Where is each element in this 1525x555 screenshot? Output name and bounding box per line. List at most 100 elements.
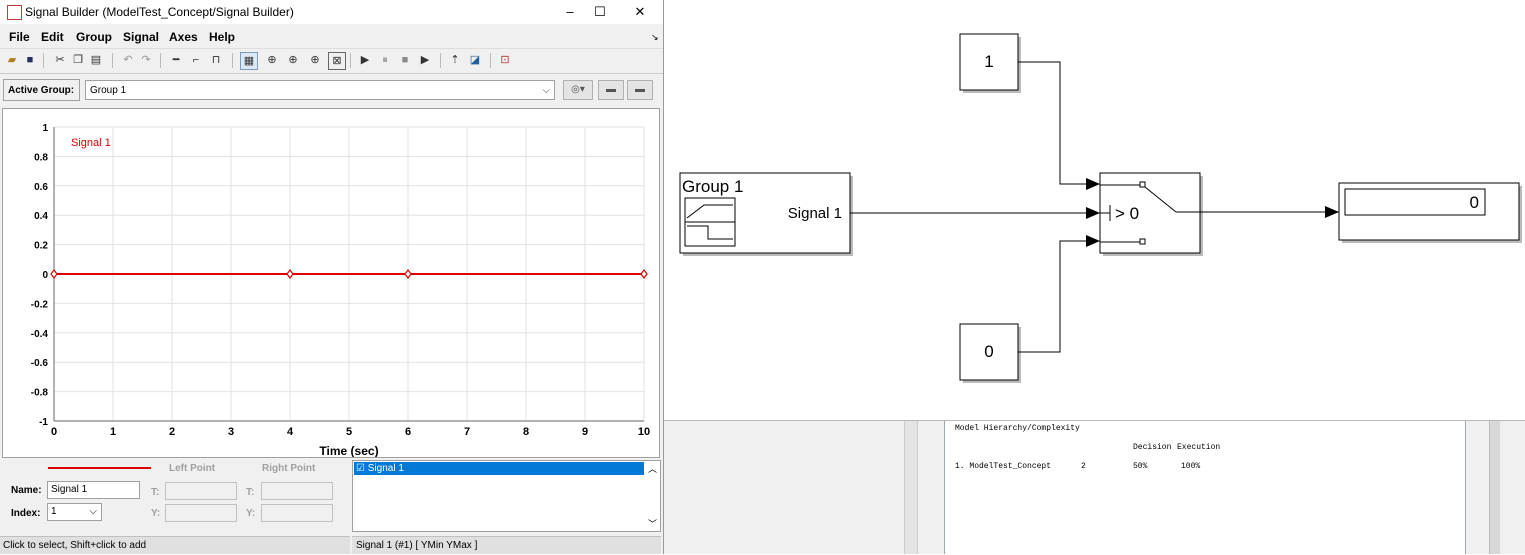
- left-point-t-input[interactable]: [165, 482, 237, 500]
- signal-editor-panel: Left Point Right Point Name: Signal 1 In…: [0, 458, 663, 554]
- signal-line[interactable]: [1018, 61, 1100, 190]
- signal-point[interactable]: [404, 269, 412, 279]
- paste-icon[interactable]: ▤: [90, 54, 102, 66]
- group-action-button[interactable]: ▬: [627, 80, 653, 100]
- x-tick-label: 4: [287, 426, 294, 438]
- play-all-icon[interactable]: ▶: [420, 54, 430, 66]
- display-block[interactable]: 0: [1338, 182, 1522, 243]
- x-tick-label: 0: [51, 426, 57, 438]
- menu-overflow-icon[interactable]: ↘: [651, 32, 659, 42]
- undo-icon[interactable]: ↶: [123, 54, 133, 66]
- menu-help[interactable]: Help: [209, 30, 236, 44]
- title-bar: Signal Builder (ModelTest_Concept/Signal…: [0, 0, 663, 24]
- right-point-t-input[interactable]: [261, 482, 333, 500]
- simulink-diagram[interactable]: 1 0 Group 1 Signal 1: [664, 0, 1525, 420]
- constant-signal-icon[interactable]: ━: [172, 54, 180, 66]
- stop-icon[interactable]: ■: [401, 54, 409, 66]
- index-label: Index:: [11, 508, 41, 519]
- y-tick-label: -0.4: [31, 329, 49, 340]
- verification-icon[interactable]: ⊡: [500, 54, 510, 66]
- right-point-y-input[interactable]: [261, 504, 333, 522]
- plot-grid: [53, 126, 645, 422]
- pause-icon[interactable]: ⏸: [382, 54, 388, 66]
- report-row-decision: 50%: [1133, 462, 1148, 471]
- menu-signal[interactable]: Signal: [123, 30, 160, 44]
- menu-group[interactable]: Group: [76, 30, 112, 44]
- simulink-canvas[interactable]: 1 0 Group 1 Signal 1: [664, 0, 1525, 421]
- minimize-button[interactable]: –: [566, 4, 574, 19]
- scroll-up-icon[interactable]: ︿: [647, 464, 657, 474]
- vertical-scrollbar[interactable]: [1489, 421, 1500, 554]
- y-tick-label: -0.6: [31, 358, 49, 369]
- zoom-y-icon[interactable]: ⊕: [288, 54, 298, 66]
- menu-edit[interactable]: Edit: [41, 30, 64, 44]
- builder-port-label: Signal 1: [788, 205, 842, 222]
- x-tick-label: 7: [464, 426, 470, 438]
- menu-file[interactable]: File: [9, 30, 30, 44]
- signal-name-input[interactable]: Signal 1: [47, 481, 140, 499]
- zoom-x-icon[interactable]: ⊕: [267, 54, 277, 66]
- signal-point[interactable]: [50, 269, 58, 279]
- active-group-select[interactable]: Group 1 ⌵: [85, 80, 555, 100]
- signal-list-item[interactable]: ☑ Signal 1: [354, 462, 644, 475]
- menu-bar: File Edit Group Signal Axes Help ↘: [0, 26, 663, 46]
- report-document: Model Hierarchy/Complexity Decision Exec…: [944, 421, 1466, 554]
- splitter-bar[interactable]: [904, 421, 918, 554]
- left-point-y-input[interactable]: [165, 504, 237, 522]
- grid-icon[interactable]: ▦: [240, 52, 258, 70]
- left-y-label: Y:: [151, 508, 161, 519]
- x-axis-label: Time (sec): [319, 444, 378, 457]
- x-tick-label: 3: [228, 426, 234, 438]
- toolbar: ▰ ■ ✂ ❐ ▤ ↶ ↷ ━ ⌐ ⊓ ▦ ⊕ ⊕ ⊕ ⊠ ▶ ⏸ ■ ▶ ⇡ …: [0, 48, 663, 74]
- scroll-down-icon[interactable]: ﹀: [647, 519, 657, 529]
- cut-icon[interactable]: ✂: [55, 54, 65, 66]
- chevron-down-icon: ⌵: [542, 85, 550, 96]
- up-arrow-icon[interactable]: ⇡: [450, 54, 460, 66]
- save-icon[interactable]: ■: [26, 54, 34, 66]
- signal-point[interactable]: [286, 269, 294, 279]
- constant-block-0[interactable]: 0: [959, 323, 1021, 383]
- x-tick-label: 6: [405, 426, 411, 438]
- redo-icon[interactable]: ↷: [141, 54, 151, 66]
- report-section-title: Model Hierarchy/Complexity: [955, 424, 1080, 433]
- report-row-execution: 100%: [1181, 462, 1201, 471]
- status-bar-right: Signal 1 (#1) [ YMin YMax ]: [352, 536, 661, 554]
- maximize-button[interactable]: ☐: [594, 4, 606, 19]
- fit-view-icon[interactable]: ⊠: [328, 52, 346, 70]
- index-select[interactable]: 1 ⌵: [47, 503, 102, 521]
- toolbar-separator: [232, 53, 233, 68]
- switch-block[interactable]: > 0: [1099, 172, 1203, 256]
- copy-icon[interactable]: ❐: [73, 54, 83, 66]
- active-group-bar: Active Group: Group 1 ⌵ ◎▾ ▬ ▬: [0, 76, 663, 104]
- open-icon[interactable]: ▰: [7, 54, 17, 66]
- play-icon[interactable]: ▶: [360, 54, 370, 66]
- constant-block-1[interactable]: 1: [959, 33, 1021, 93]
- y-tick-label: 0.6: [34, 182, 48, 193]
- constant-value-0: 0: [984, 342, 993, 361]
- menu-axes[interactable]: Axes: [169, 30, 198, 44]
- constant-value-1: 1: [984, 52, 993, 71]
- matlab-app-icon: [7, 5, 22, 20]
- signal-list[interactable]: ☑ Signal 1 ︿ ﹀: [352, 460, 661, 532]
- signal-line[interactable]: [1018, 235, 1100, 353]
- signal-point[interactable]: [640, 269, 648, 279]
- show-block-icon[interactable]: ◪: [469, 54, 481, 66]
- status-bar-left: Click to select, Shift+click to add: [0, 536, 350, 554]
- close-button[interactable]: ✕: [634, 4, 646, 19]
- signal-builder-block[interactable]: Group 1 Signal 1: [679, 172, 853, 256]
- report-col-decision: Decision: [1133, 443, 1172, 452]
- step-signal-icon[interactable]: ⌐: [192, 54, 200, 66]
- toolbar-separator: [440, 53, 441, 68]
- pulse-signal-icon[interactable]: ⊓: [211, 54, 221, 66]
- x-tick-label: 5: [346, 426, 352, 438]
- group-options-button[interactable]: ◎▾: [563, 80, 593, 100]
- signal-builder-window: Signal Builder (ModelTest_Concept/Signal…: [0, 0, 664, 554]
- zoom-xy-icon[interactable]: ⊕: [310, 54, 320, 66]
- index-value: 1: [51, 506, 57, 517]
- group-action-button[interactable]: ▬: [598, 80, 624, 100]
- x-tick-label: 2: [169, 426, 175, 438]
- y-tick-labels: 10.80.60.40.20-0.2-0.4-0.6-0.8-1: [31, 123, 49, 428]
